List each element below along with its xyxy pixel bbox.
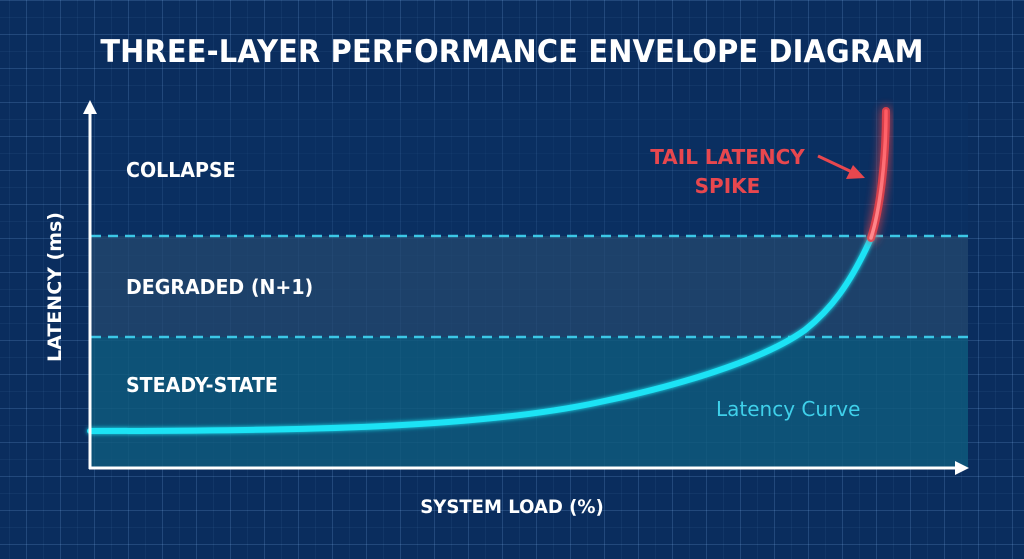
zone-label-degraded: DEGRADED (N+1) [126,275,314,299]
spike-label-line1: TAIL LATENCY [650,145,805,169]
y-axis [83,100,97,469]
latency-curve [87,233,875,434]
steady-state-zone [91,337,968,468]
x-axis [89,461,969,475]
latency-curve-label: Latency Curve [716,397,861,421]
y-axis-label: LATENCY (ms) [44,212,66,362]
x-axis-arrow-icon [955,461,969,475]
spike-arrow-icon [817,154,865,179]
zone-label-steady-state: STEADY-STATE [126,373,278,397]
page-title: THREE-LAYER PERFORMANCE ENVELOPE DIAGRAM [100,34,924,70]
y-axis-arrow-icon [83,100,97,114]
collapse-zone [91,100,968,236]
degraded-zone [91,236,968,337]
tail-latency-spike-label: TAIL LATENCY SPIKE [640,143,815,201]
spike-label-line2: SPIKE [694,174,761,198]
x-axis-label: SYSTEM LOAD (%) [420,496,604,518]
zone-label-collapse: COLLAPSE [126,158,236,182]
